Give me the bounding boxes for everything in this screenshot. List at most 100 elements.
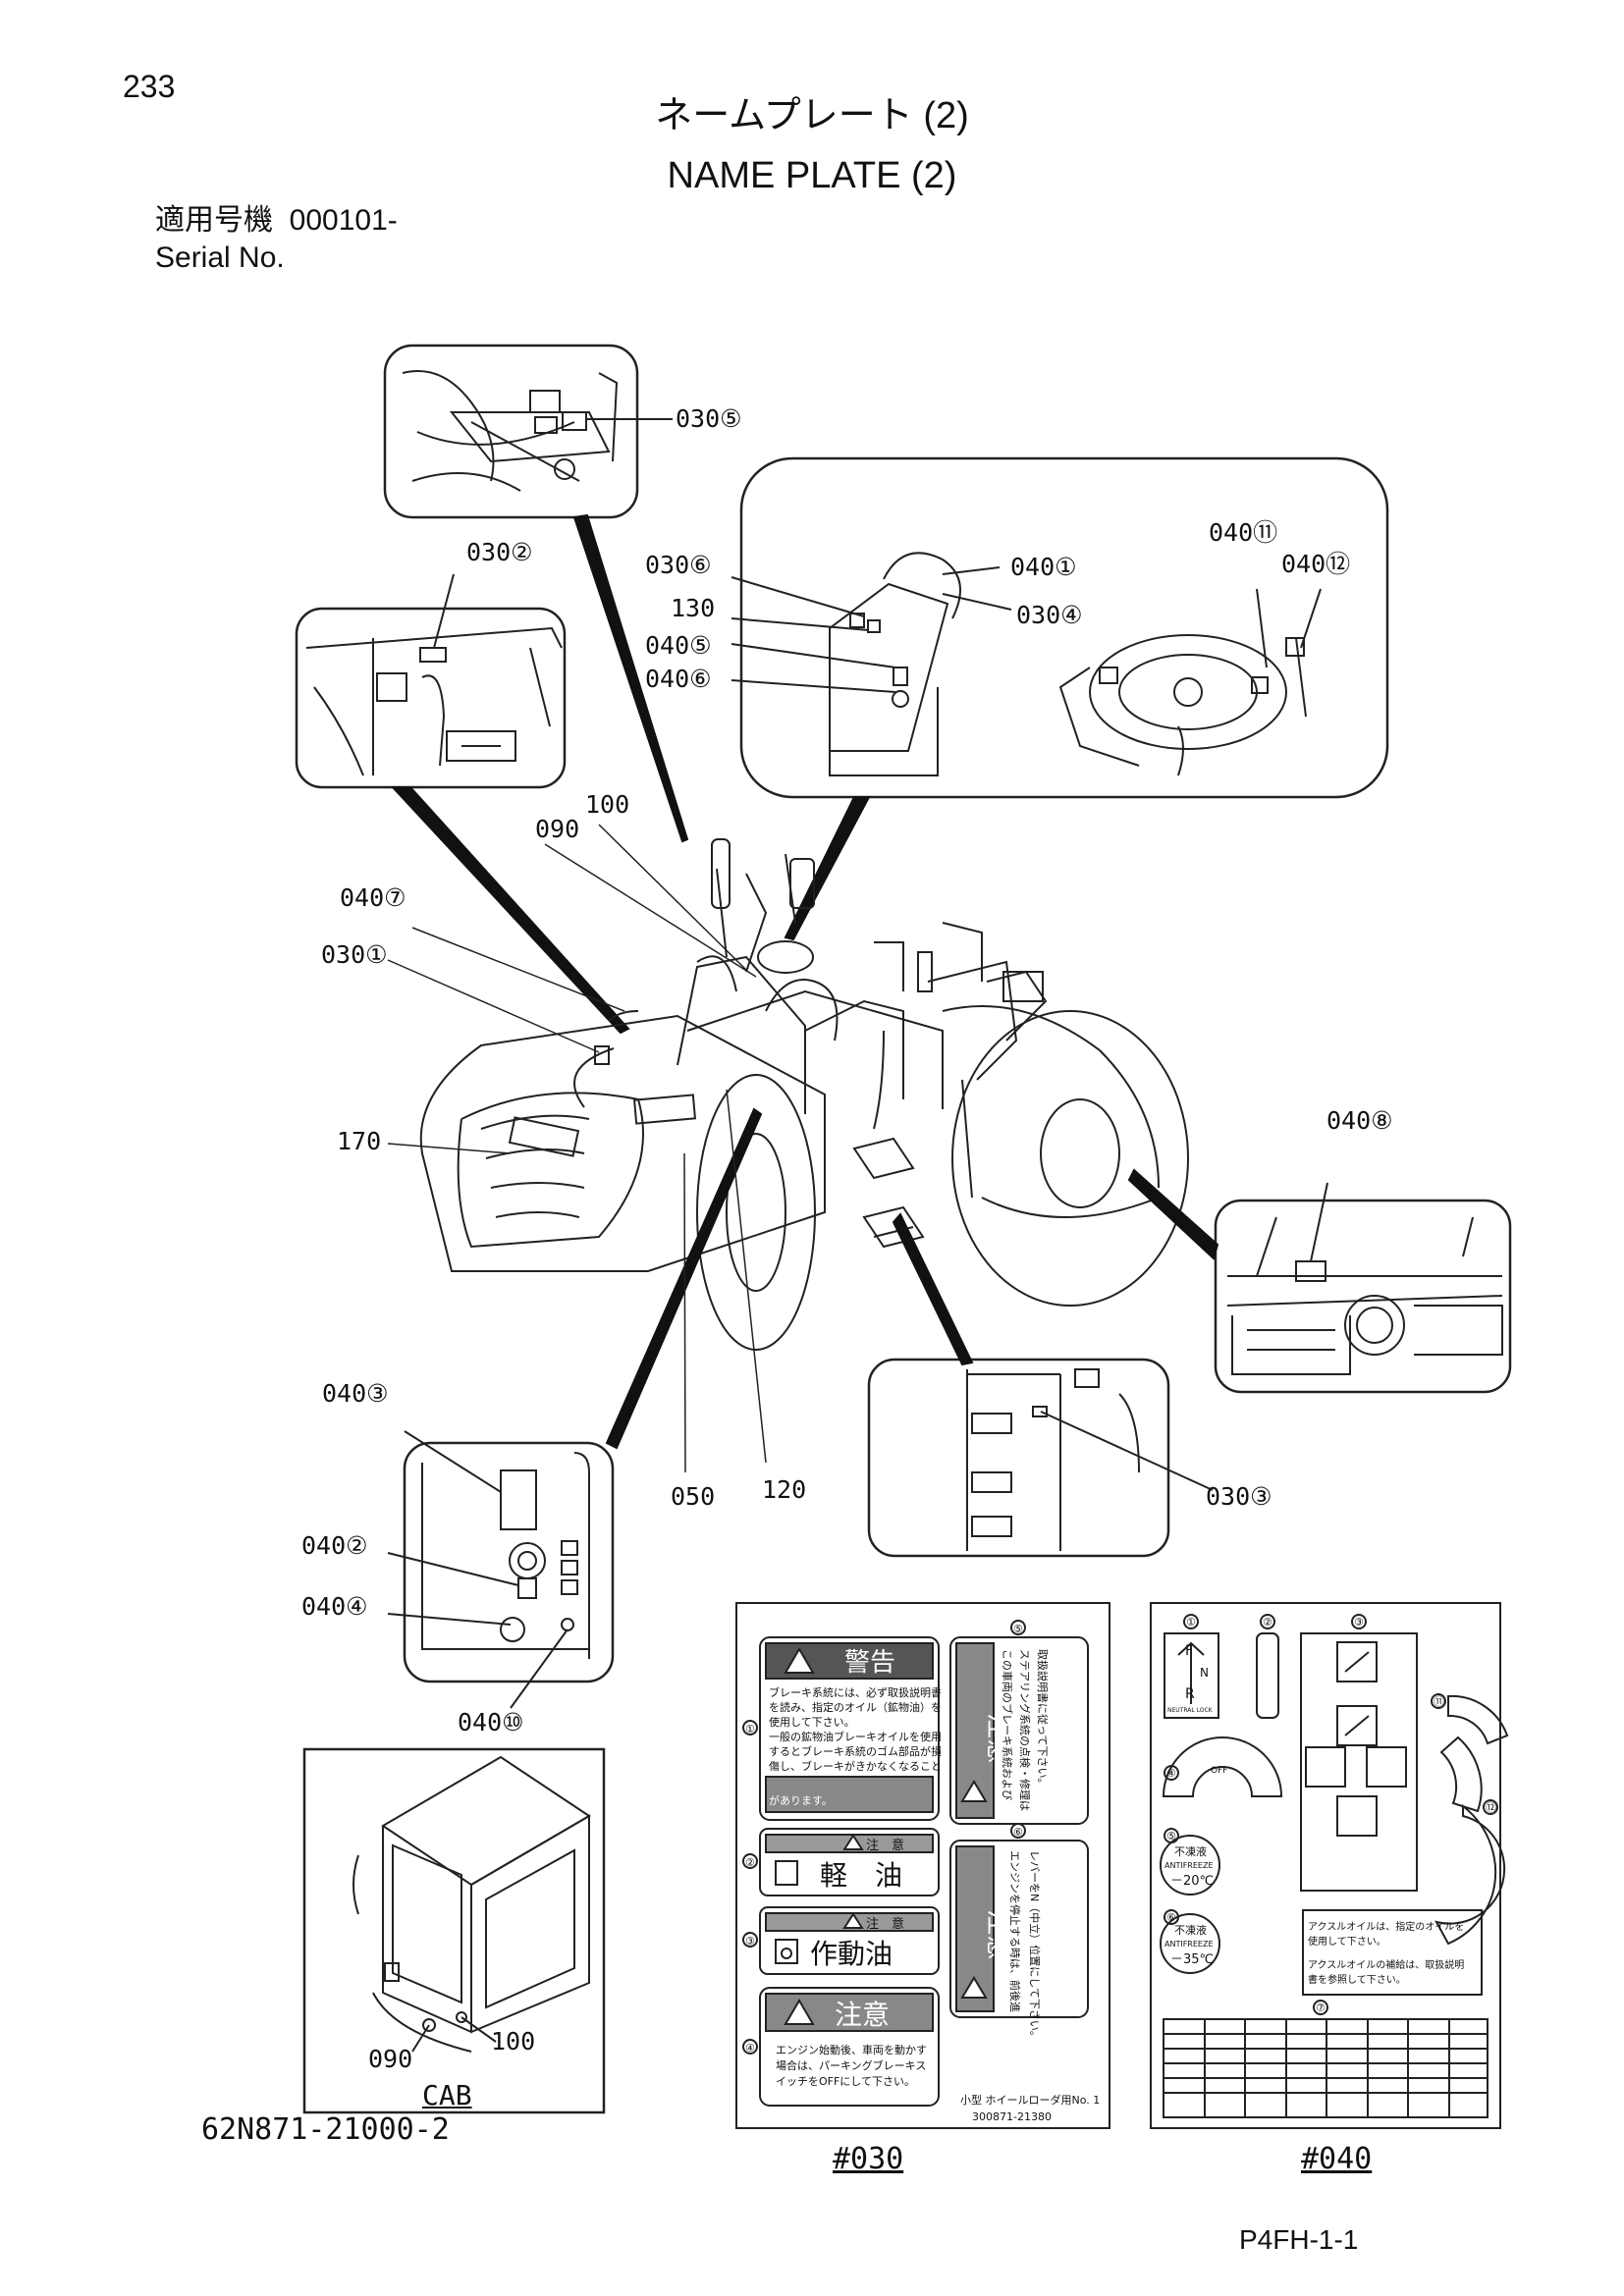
page-title-jp: ネームプレート (2) [655,95,969,136]
hydraulic-label: 作動油 [810,1938,893,1970]
inset-axle [1214,1182,1512,1394]
warning-title: 警告 [844,1648,895,1678]
callout-170: 170 [337,1127,382,1155]
page-number: 233 [123,69,176,104]
caution-small-2: 注 意 [866,1916,904,1932]
warning-line-5: するとブレーキ系統のゴム部品が損 [769,1744,942,1758]
inset-rear-console [383,344,673,519]
warning-line-6: 傷し、ブレーキがきかなくなること [769,1759,942,1773]
wheel-loader-body [419,838,1189,1351]
axle-line-2: 使用して下さい。 [1308,1935,1386,1948]
sheet030-num-3: ③ [745,1935,755,1948]
vertical-text-6-1: エンジンを停止する時は、前後進 [1008,1850,1022,2012]
antifreeze-word-1: ANTIFREEZE [1164,1861,1214,1870]
page-code: P4FH-1-1 [1239,2224,1359,2255]
sheet-040-label: #040 [1301,2142,1373,2176]
antifreeze-top-1: 不凍液 [1174,1844,1207,1858]
caution-title: 注意 [835,1999,890,2031]
callout-040-4: 040④ [301,1592,368,1621]
callout-040-10: 040⑩ [458,1708,524,1736]
sheet040-num-7: ⑦ [1316,2002,1326,2014]
serial-label-jp-text: 適用号機 [155,204,273,237]
callout-040-8: 040⑧ [1326,1106,1393,1135]
shift-n: N [1200,1666,1209,1680]
leader-lines [387,824,767,1473]
sheet030-num-2: ② [745,1856,755,1869]
callout-030-4: 030④ [1016,601,1083,629]
vertical-text-6-2: レバーをN（中立）位置にして下さい。 [1028,1850,1042,2042]
sheet040-num-11: ⑪ [1434,1695,1444,1708]
callout-030-6: 030⑥ [645,551,712,579]
sheet040-num-3: ③ [1354,1616,1364,1629]
caution-small-1: 注 意 [866,1838,904,1853]
callout-030-3: 030③ [1206,1482,1272,1511]
page-title-en: NAME PLATE (2) [667,155,957,196]
decal-sheet-030 [735,1602,1110,2129]
axle-line-1: アクスルオイルは、指定のオイルを [1308,1920,1464,1933]
sheet040-num-2: ② [1263,1616,1272,1629]
sheet040-num-4: ④ [1166,1767,1176,1780]
callout-040-2: 040② [301,1531,368,1560]
caution-line-2: 場合は、パーキングブレーキス [776,2058,926,2072]
cab-drawing [302,1747,606,2114]
antifreeze-top-2: 不凍液 [1174,1923,1207,1937]
warning-line-4: 一般の鉱物油ブレーキオイルを使用 [769,1730,942,1743]
callout-cab-100: 100 [491,2027,536,2056]
callout-030-5: 030⑤ [676,404,742,433]
inset-left-console [387,1430,615,1709]
callout-120: 120 [762,1475,807,1504]
sheet-030-label: #030 [833,2142,904,2176]
callout-030-2: 030② [466,538,533,566]
drawing-code: 62N871-21000-2 [201,2112,450,2147]
callout-040-6: 040⑥ [645,665,712,693]
axle-line-4: 書を参照して下さい。 [1308,1973,1406,1986]
antifreeze-word-2: ANTIFREEZE [1164,1940,1214,1949]
sheet040-num-5: ⑤ [1166,1830,1176,1842]
callout-040-3: 040③ [322,1379,389,1408]
vertical-caution-6: 注意 [983,1909,1012,1960]
sheet030-num-6: ⑥ [1013,1826,1023,1839]
part-name: 小型 ホイールローダ用No. 1 [960,2093,1100,2107]
antifreeze-temp-1: －20℃ [1170,1874,1214,1889]
sheet040-num-6: ⑥ [1166,1911,1176,1924]
callout-040-5: 040⑤ [645,631,712,660]
sheet040-num-1: ① [1186,1616,1196,1629]
caution-line-1: エンジン始動後、車両を動かす [776,2043,927,2056]
vertical-text-5-3: 取扱説明書に従って下さい。 [1036,1649,1050,1789]
inset-steps [867,1358,1214,1558]
warning-line-2: を読み、指定のオイル（鉱物油）を [769,1700,942,1714]
shift-r: R [1185,1686,1195,1702]
callout-040-1: 040① [1010,553,1077,581]
callout-130: 130 [671,594,716,622]
callout-100: 100 [585,790,630,819]
axle-line-3: アクスルオイルの補給は、取扱説明 [1308,1958,1464,1971]
neutral-lock-text: NEUTRAL LOCK [1167,1707,1214,1714]
vertical-text-5-2: ステアリング系統の点検・修理は [1018,1649,1032,1811]
callout-040-12: 040⑫ [1281,550,1351,578]
cab-label: CAB [422,2079,472,2111]
sheet030-num-5: ⑤ [1013,1623,1023,1635]
callout-030-1: 030① [321,940,388,969]
callout-090: 090 [535,815,580,843]
warning-line-7: があります。 [769,1793,833,1807]
serial-label-jp: 適用号機 000101- [155,202,398,240]
serial-value: 000101- [289,204,398,237]
switch-off-text: OFF [1211,1766,1227,1776]
caution-line-3: イッチをOFFにして下さい。 [776,2075,915,2088]
sheet030-num-1: ① [745,1723,755,1735]
decal-sheet-040 [1150,1602,1509,2129]
warning-line-3: 使用して下さい。 [769,1716,855,1729]
callout-040-7: 040⑦ [340,883,406,912]
vertical-caution-5: 注意 [983,1713,1012,1764]
serial-label-en: Serial No. [155,241,285,274]
callout-050: 050 [671,1482,716,1511]
sheet030-num-4: ④ [745,2042,755,2055]
sheet040-num-12: ⑫ [1486,1801,1496,1814]
inset-steering-console [731,456,1389,799]
inset-cab-rear [295,573,567,789]
callout-cab-090: 090 [368,2045,413,2073]
shift-f: F [1185,1643,1193,1659]
callout-040-11: 040⑪ [1209,518,1278,547]
part-number: 300871-21380 [972,2110,1052,2123]
